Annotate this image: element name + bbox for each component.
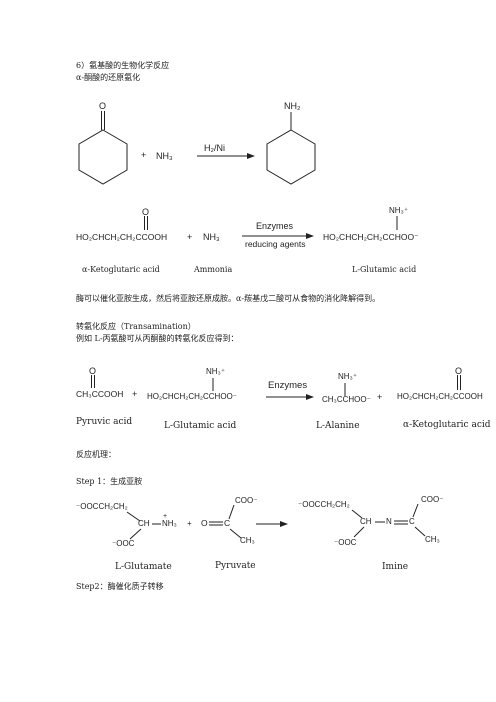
- glutamic-nh3-group: NH₃⁺: [389, 206, 409, 215]
- imine-carbon: C: [409, 517, 415, 526]
- label-l-alanine: L-Alanine: [316, 421, 360, 431]
- glutamate-ch: CH: [138, 519, 150, 528]
- cyclohexanone-ring: [78, 129, 128, 185]
- pyruvate-methyl: CH₃: [240, 536, 255, 545]
- label-imine: Imine: [382, 562, 409, 572]
- reducing-agents-label: reducing agents: [245, 239, 306, 249]
- glutamate-plus-charge: +: [163, 513, 168, 520]
- paragraph-imine-reduction: 酶可以催化亚胺生成，然后将亚胺还原成胺。α-羰基戊二酸可从食物的消化降解得到。: [76, 294, 381, 303]
- imine-side-chain: ⁻OOCCH₂CH₂: [298, 500, 350, 509]
- glu-formula: HO₂CHCH₂CH₂CCHOO⁻: [147, 392, 237, 401]
- pyruvate-carbon: C: [224, 518, 231, 528]
- enzymes-label-1: Enzymes: [256, 221, 294, 231]
- enzymes-label-2: Enzymes: [268, 380, 308, 391]
- imine-nitrogen: N: [386, 517, 392, 526]
- glutamate-side-chain: ⁻OOCCH₂CH₂: [76, 502, 128, 511]
- imine-lower-coo-bond: [353, 526, 365, 538]
- step1-heading: Step 1：生成亚胺: [76, 477, 143, 486]
- imine-carboxylate-left: ⁻OOC: [334, 538, 357, 547]
- reaction1-plus: +: [141, 150, 147, 160]
- transamination-intro: 例如 L-丙氨酸可从丙酮酸的转氨化反应得到：: [76, 334, 239, 343]
- glutamate-coo-bond: [129, 528, 142, 540]
- label-ammonia: Ammonia: [194, 265, 233, 274]
- transamination-plus-2: +: [377, 392, 383, 402]
- step2-heading: Step2：酶催化质子转移: [76, 582, 164, 591]
- pyruvic-oxygen: O: [89, 366, 97, 376]
- glutamate-carboxylate: ⁻OOC: [112, 539, 135, 548]
- imine-top-bond: [351, 509, 363, 519]
- alanine-formula: CH₃CCHOO⁻: [322, 395, 371, 404]
- glutamic-formula: HO₂CHCH₂CH₂CCHOO⁻: [323, 232, 419, 242]
- reaction1-conditions: H₂/Ni: [204, 143, 225, 153]
- label-alpha-ketoglutaric-acid: α-Ketoglutaric acid: [403, 420, 491, 430]
- glutamate-top-bond: [126, 511, 141, 522]
- imine-coo-bond: [412, 503, 419, 518]
- imine-ch3-bond: [414, 526, 426, 537]
- label-l-glutamate: L-Glutamate: [115, 562, 172, 572]
- pyruvate-top-bond: [228, 504, 235, 520]
- glu-nh3-group: NH₃⁺: [206, 367, 226, 376]
- ammonia-formula-1: NH₃: [156, 151, 173, 161]
- kg-formula: HO₂CHCH₂CH₂CCOOH: [397, 392, 483, 401]
- cyclohexanone-oxygen: O: [99, 101, 107, 111]
- ketoglutaric-oxygen: O: [142, 207, 150, 217]
- imine-ch: CH: [360, 517, 372, 526]
- pyruvic-formula: CH₃CCOOH: [76, 389, 124, 399]
- cyclohexylamine-nh2: NH₂: [284, 101, 301, 111]
- imine-methyl: CH₃: [425, 535, 440, 544]
- section-title: 6）氨基酸的生物化学反应: [76, 61, 170, 70]
- transamination-plus-1: +: [132, 389, 138, 399]
- kg-oxygen: O: [455, 366, 463, 376]
- label-pyruvic-acid: Pyruvic acid: [76, 417, 133, 427]
- section-subtitle: α-酮酸的还原氨化: [76, 73, 141, 82]
- label-glutamic-acid: L-Glutamic acid: [352, 265, 417, 274]
- label-pyruvate: Pyruvate: [215, 561, 256, 571]
- alanine-nh3-group: NH₃⁺: [338, 372, 358, 381]
- cyclohexylamine-ring: [266, 129, 316, 185]
- label-ketoglutaric-acid: α-Ketoglutaric acid: [82, 265, 160, 274]
- mechanism-heading: 反应机理：: [76, 450, 116, 459]
- ketoglutaric-formula: HO₂CHCH₂CH₂CCOOH: [76, 232, 168, 242]
- glutamate-nh3: NH₃: [162, 519, 177, 528]
- pyruvate-oxygen: O: [201, 518, 208, 528]
- ammonia-formula-2: NH₃: [203, 232, 220, 242]
- pyruvate-ch3-bond: [229, 528, 242, 539]
- mechanism-plus: +: [187, 519, 192, 528]
- pyruvate-carboxylate: COO⁻: [235, 496, 258, 505]
- transamination-heading: 转氨化反应（Transamination）: [76, 322, 196, 331]
- reaction2-plus: +: [187, 232, 193, 242]
- imine-carboxylate-right: COO⁻: [421, 495, 444, 504]
- label-l-glutamic-acid: L-Glutamic acid: [164, 421, 237, 431]
